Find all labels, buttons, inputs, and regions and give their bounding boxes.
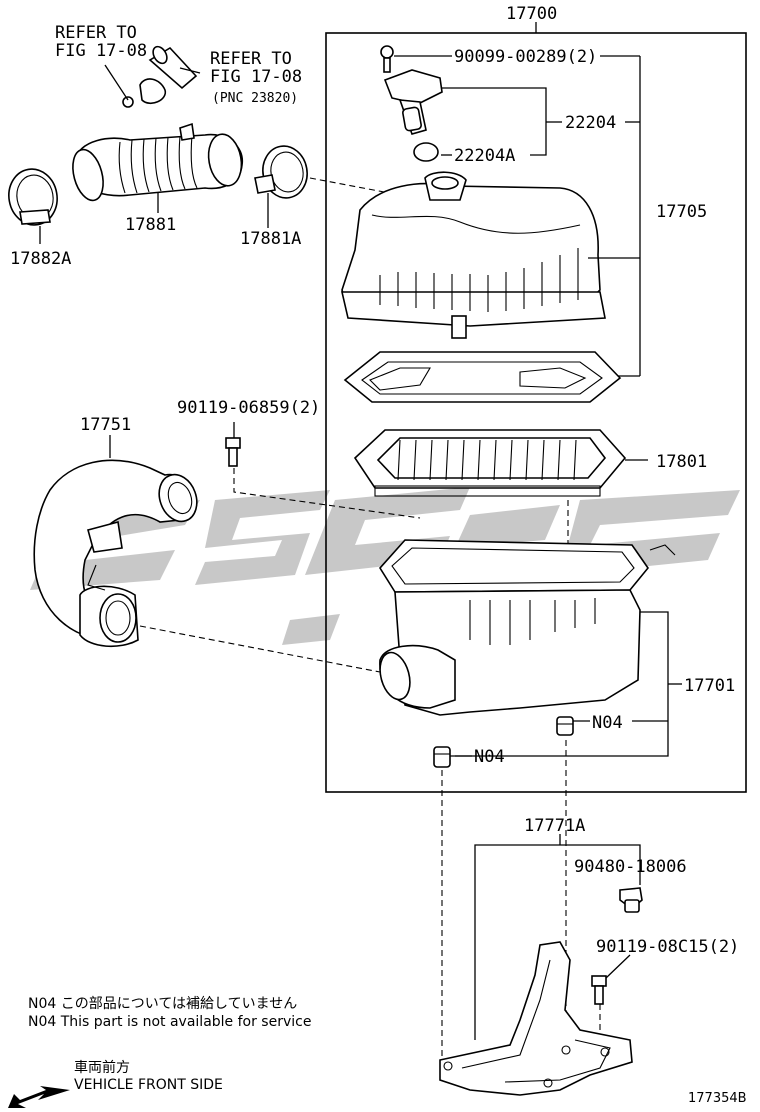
label-17881A: 17881A <box>240 229 301 249</box>
label-17882A: 17882A <box>10 249 71 269</box>
filter-gasket-frame <box>343 351 622 403</box>
vacuum-tube-part <box>122 45 198 108</box>
bolt-90099 <box>380 45 394 73</box>
note-n04-japanese: N04 この部品については補給していません <box>28 996 298 1012</box>
label-17705: 17705 <box>656 202 707 222</box>
label-90119-08C15: 90119-08C15(2) <box>596 937 739 957</box>
hose-clamp-17881A <box>254 145 308 199</box>
bracket-17771A <box>439 941 633 1096</box>
arrow-left-down-icon <box>8 1086 70 1108</box>
air-flow-sensor-22204 <box>383 69 443 135</box>
label-90119-06859: 90119-06859(2) <box>177 398 320 418</box>
bolt-90119-06859 <box>225 437 241 467</box>
label-22204: 22204 <box>565 113 616 133</box>
vehicle-front-japanese: 車両前方 <box>74 1060 130 1076</box>
label-refer-a-1: REFER TO <box>55 23 137 43</box>
grommet-90480 <box>619 887 643 913</box>
label-90099-00289: 90099-00289(2) <box>454 47 597 67</box>
vehicle-front-english: VEHICLE FRONT SIDE <box>74 1077 223 1093</box>
hose-clamp-17882A <box>8 168 58 226</box>
label-17881: 17881 <box>125 215 176 235</box>
intake-duct-17751 <box>33 459 198 648</box>
note-n04-english: N04 This part is not available for servi… <box>28 1014 312 1030</box>
label-refer-b-3: (PNC 23820) <box>212 91 298 106</box>
label-17701: 17701 <box>684 676 735 696</box>
air-cleaner-cap-17705 <box>340 171 606 339</box>
gasket-22204A <box>413 142 439 162</box>
label-90480-18006: 90480-18006 <box>574 857 687 877</box>
bolt-90119-08C15 <box>591 975 607 1005</box>
label-17751: 17751 <box>80 415 131 435</box>
air-cleaner-case-17701 <box>379 539 676 716</box>
grommet-n04-a <box>556 716 574 736</box>
figure-code: 177354B <box>688 1091 747 1106</box>
label-17801: 17801 <box>656 452 707 472</box>
label-n04-a: N04 <box>592 713 623 733</box>
label-17700: 17700 <box>506 4 557 24</box>
grommet-n04-b <box>433 746 451 768</box>
label-17771A: 17771A <box>524 816 585 836</box>
label-refer-b-1: REFER TO <box>210 49 292 69</box>
air-filter-element-17801 <box>353 429 627 497</box>
label-refer-a-2: FIG 17-08 <box>55 41 147 61</box>
label-n04-b: N04 <box>474 747 505 767</box>
label-refer-b-2: FIG 17-08 <box>210 67 302 87</box>
label-22204A: 22204A <box>454 146 515 166</box>
intake-hose-17881 <box>72 122 243 202</box>
